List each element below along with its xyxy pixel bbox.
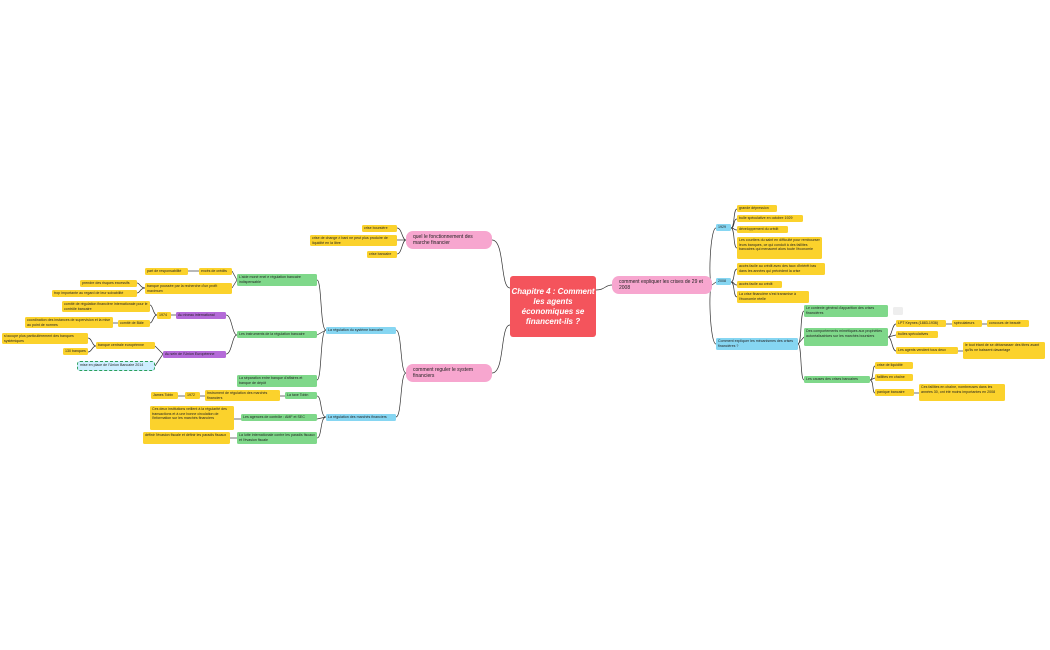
node-faillites-annees30[interactable]: Ces faillites en chaîne, nombreuses dans… xyxy=(919,384,1005,401)
node-bulles-speculatives[interactable]: bulles spéculatives xyxy=(896,331,938,338)
node-regulation-bancaire[interactable]: La régulation du système bancaire xyxy=(326,327,396,334)
branch-reguler[interactable]: comment reguler le system financiers xyxy=(406,364,492,382)
node-causes[interactable]: Les causes des crises bancaires xyxy=(804,376,870,383)
node-james-tobin[interactable]: James Tobin xyxy=(151,392,178,399)
node-2008[interactable]: 2008 xyxy=(716,278,731,285)
node-banques-profit[interactable]: banque poussée par la recherche d'un pro… xyxy=(145,283,232,294)
node-instruments[interactable]: Les instruments de la régulation bancair… xyxy=(237,331,317,338)
node-bulle-1929[interactable]: bulle spéculative en octobre 1929 xyxy=(737,215,803,222)
node-acces-credit-taux[interactable]: accès facile au crédit avec des taux d'i… xyxy=(737,263,825,275)
node-grande-depression[interactable]: grande dépression xyxy=(737,205,777,212)
central-topic[interactable]: Chapitre 4 : Comment les agents économiq… xyxy=(510,276,596,337)
node-concours-beaute[interactable]: concours de beauté xyxy=(987,320,1029,327)
node-faillites-chaine[interactable]: faillites en chaîne xyxy=(875,374,913,381)
node-instrument[interactable]: Instrument de régulation des marchés fin… xyxy=(205,390,280,401)
node-crise-boursiere[interactable]: crise boursière xyxy=(362,225,397,232)
node-tout-etant[interactable]: le tout étant de se débarrasser des titr… xyxy=(963,342,1045,359)
node-130-banques[interactable]: 130 banques xyxy=(63,348,88,355)
node-developpement-credit[interactable]: développement du crédit xyxy=(737,226,788,233)
node-crise-change[interactable]: crise de change ≠ bani ne peut plus prod… xyxy=(310,235,397,246)
node-crise-transmise[interactable]: La crise financière s'est transmise à l'… xyxy=(737,291,809,303)
node-taxe-tobin[interactable]: La taxe Tobin xyxy=(285,392,317,399)
node-comite-bale[interactable]: comité de Bâle xyxy=(118,320,150,327)
node-courtiers[interactable]: Les courtiers du saint en difficulté pou… xyxy=(737,237,822,259)
node-lutte[interactable]: La lutte internationale contre les parad… xyxy=(237,432,317,444)
node-accords[interactable]: L'aide moné enel e régulation bancaire i… xyxy=(237,274,317,286)
node-keynes[interactable]: LPT Keynes (1883-1936) xyxy=(896,320,946,327)
node-speculateurs[interactable]: spéculateurs xyxy=(952,320,982,327)
node-crise-bancaire[interactable]: crise bancaire xyxy=(367,251,397,258)
node-agences[interactable]: Les agences de contrôle : AMF et SEC xyxy=(241,414,317,421)
node-empty-placeholder[interactable] xyxy=(893,307,903,315)
node-bce[interactable]: banque centrale européenne xyxy=(96,342,155,349)
node-1929[interactable]: 1929 xyxy=(716,224,731,231)
node-1974[interactable]: 1974 xyxy=(157,312,171,319)
node-deux-institutions[interactable]: Ces deux institutions veillent à la régu… xyxy=(150,406,234,430)
node-mimetiques[interactable]: Des comportements mimétiques aux prophét… xyxy=(804,328,888,346)
node-separation[interactable]: La séparation entre banque d'affaires et… xyxy=(237,375,317,387)
node-systemiques[interactable]: s'occupe plus particulièrement des banqu… xyxy=(2,333,88,344)
node-regulation-marches[interactable]: La régulation des marchés financiers xyxy=(326,414,396,421)
node-contexte[interactable]: Le contexte général d'apparition des cri… xyxy=(804,305,888,317)
node-union-bancaire-2014[interactable]: mise en place de l'Union Bancaire 2014 xyxy=(77,361,155,371)
node-crise-liquidite[interactable]: crise de liquidité xyxy=(875,362,913,369)
branch-fonctionnement[interactable]: quel le fonctionnement des marche financ… xyxy=(406,231,492,249)
node-panique-bancaire[interactable]: panique bancaire xyxy=(875,389,914,396)
node-prendre-risques[interactable]: prendre des risques excessifs xyxy=(80,280,137,287)
node-mecanismes[interactable]: Comment expliquer les mécanismes des cri… xyxy=(716,338,798,350)
node-definir[interactable]: définir l'évasion fiscale et définir les… xyxy=(143,432,230,444)
node-niveau-international[interactable]: Au niveau international xyxy=(176,312,226,319)
branch-crises[interactable]: comment expliquer les crises de 29 et 20… xyxy=(612,276,712,294)
node-exces-credits[interactable]: excès de crédits xyxy=(199,268,232,275)
node-agents-vendent[interactable]: Les agents vendent tous deux xyxy=(896,347,958,354)
node-comite-regulation[interactable]: comité de régulation financière internat… xyxy=(62,301,150,312)
node-acces-credit[interactable]: accès facile au crédit xyxy=(737,281,782,288)
node-coordination[interactable]: coordination des instances de supervisio… xyxy=(25,317,113,328)
node-part-resp[interactable]: part de responsabilité xyxy=(145,268,188,275)
node-1972[interactable]: 1972 xyxy=(185,392,200,399)
node-union-europeenne[interactable]: Au sein de l'Union Européenne xyxy=(163,351,226,358)
node-trop-importante[interactable]: trop importante au regard de leur solvab… xyxy=(52,290,137,297)
